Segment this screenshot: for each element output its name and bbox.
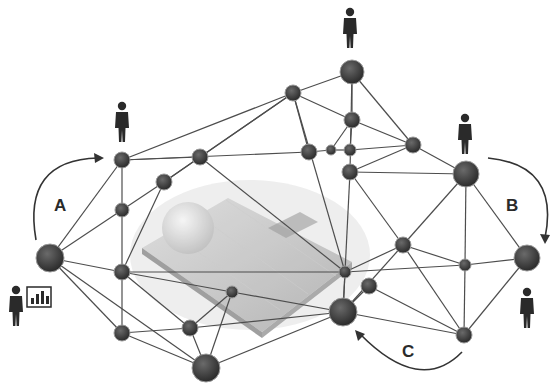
arrowheads xyxy=(94,153,550,341)
chart-icon xyxy=(27,287,51,307)
network-dots xyxy=(36,60,540,382)
person-icon xyxy=(9,286,23,326)
person-icon xyxy=(115,102,129,142)
person-icon xyxy=(343,8,357,48)
network-links xyxy=(50,72,527,368)
center-illustration xyxy=(130,180,370,338)
arrow-letter: A xyxy=(54,197,66,214)
curved-arrows xyxy=(34,158,548,370)
person-icon xyxy=(520,288,534,328)
person-icon xyxy=(458,114,472,154)
arrow-letter: B xyxy=(506,197,518,214)
person-icons xyxy=(9,8,534,328)
arrow-letter: C xyxy=(402,343,414,360)
